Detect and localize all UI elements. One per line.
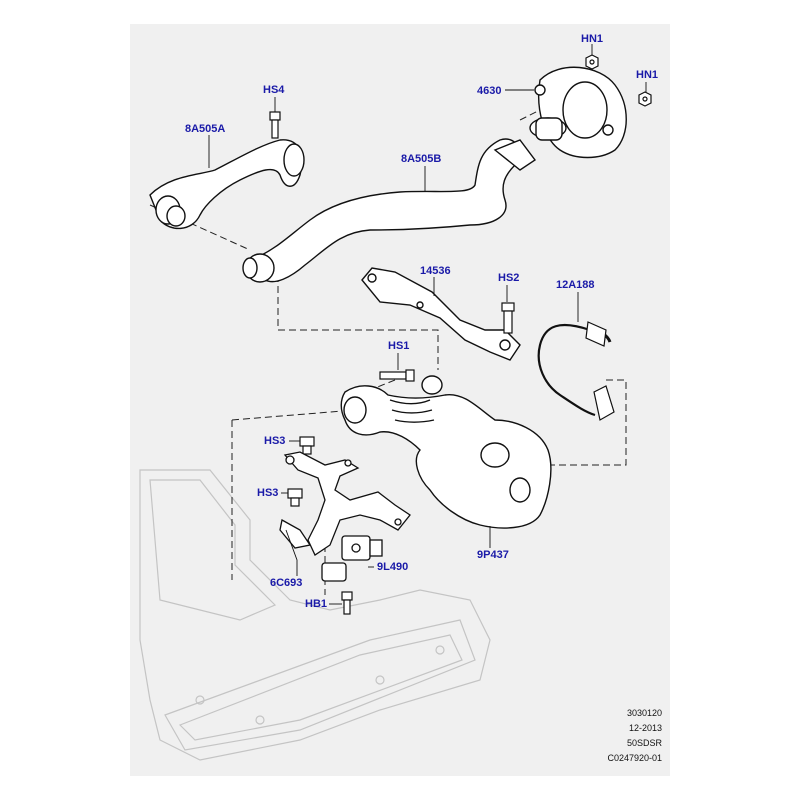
bolt-hs2 xyxy=(501,302,515,334)
bolt-hb1 xyxy=(341,591,353,615)
callout-6c693: 6C693 xyxy=(270,577,303,589)
info-illustration-id: C0247920-01 xyxy=(607,753,662,763)
hose-8a505a xyxy=(149,139,305,230)
callout-14536: 14536 xyxy=(420,265,451,277)
solenoid-9l490 xyxy=(321,535,383,582)
hose-8a505b xyxy=(242,138,537,283)
bolt-hs4 xyxy=(269,111,281,139)
callout-4630: 4630 xyxy=(477,85,502,97)
callout-leader-lines xyxy=(208,44,647,605)
valve-4630 xyxy=(529,66,627,159)
callout-12a188: 12A188 xyxy=(556,279,595,291)
callout-hs1: HS1 xyxy=(388,340,410,352)
callout-hs3-bottom: HS3 xyxy=(257,487,279,499)
nut-hn1-right xyxy=(638,91,652,107)
nut-hn1-top xyxy=(585,54,599,70)
callout-hs3-top: HS3 xyxy=(264,435,286,447)
callout-8a505a: 8A505A xyxy=(185,123,226,135)
bracket-6c693 xyxy=(279,451,411,556)
callout-hs4: HS4 xyxy=(263,84,285,96)
info-code: 3030120 xyxy=(626,708,662,718)
callout-hn1-right: HN1 xyxy=(636,69,659,81)
callout-hn1-top: HN1 xyxy=(581,33,604,45)
bracket-14536 xyxy=(361,267,521,361)
bolt-hs3-bottom xyxy=(287,488,303,507)
callout-9l490: 9L490 xyxy=(377,561,409,573)
info-date: 12-2013 xyxy=(628,723,662,733)
callout-hb1: HB1 xyxy=(305,598,328,610)
callout-8a505b: 8A505B xyxy=(401,153,442,165)
bolt-hs3-top xyxy=(299,436,315,455)
callout-hs2: HS2 xyxy=(498,272,520,284)
bolt-hs1 xyxy=(379,369,415,382)
info-model: 50SDSR xyxy=(626,738,662,748)
engine-sump-outline xyxy=(139,469,491,761)
sensor-connector xyxy=(585,321,615,421)
egr-assembly-9p437 xyxy=(340,375,552,529)
callout-9p437: 9P437 xyxy=(477,549,509,561)
